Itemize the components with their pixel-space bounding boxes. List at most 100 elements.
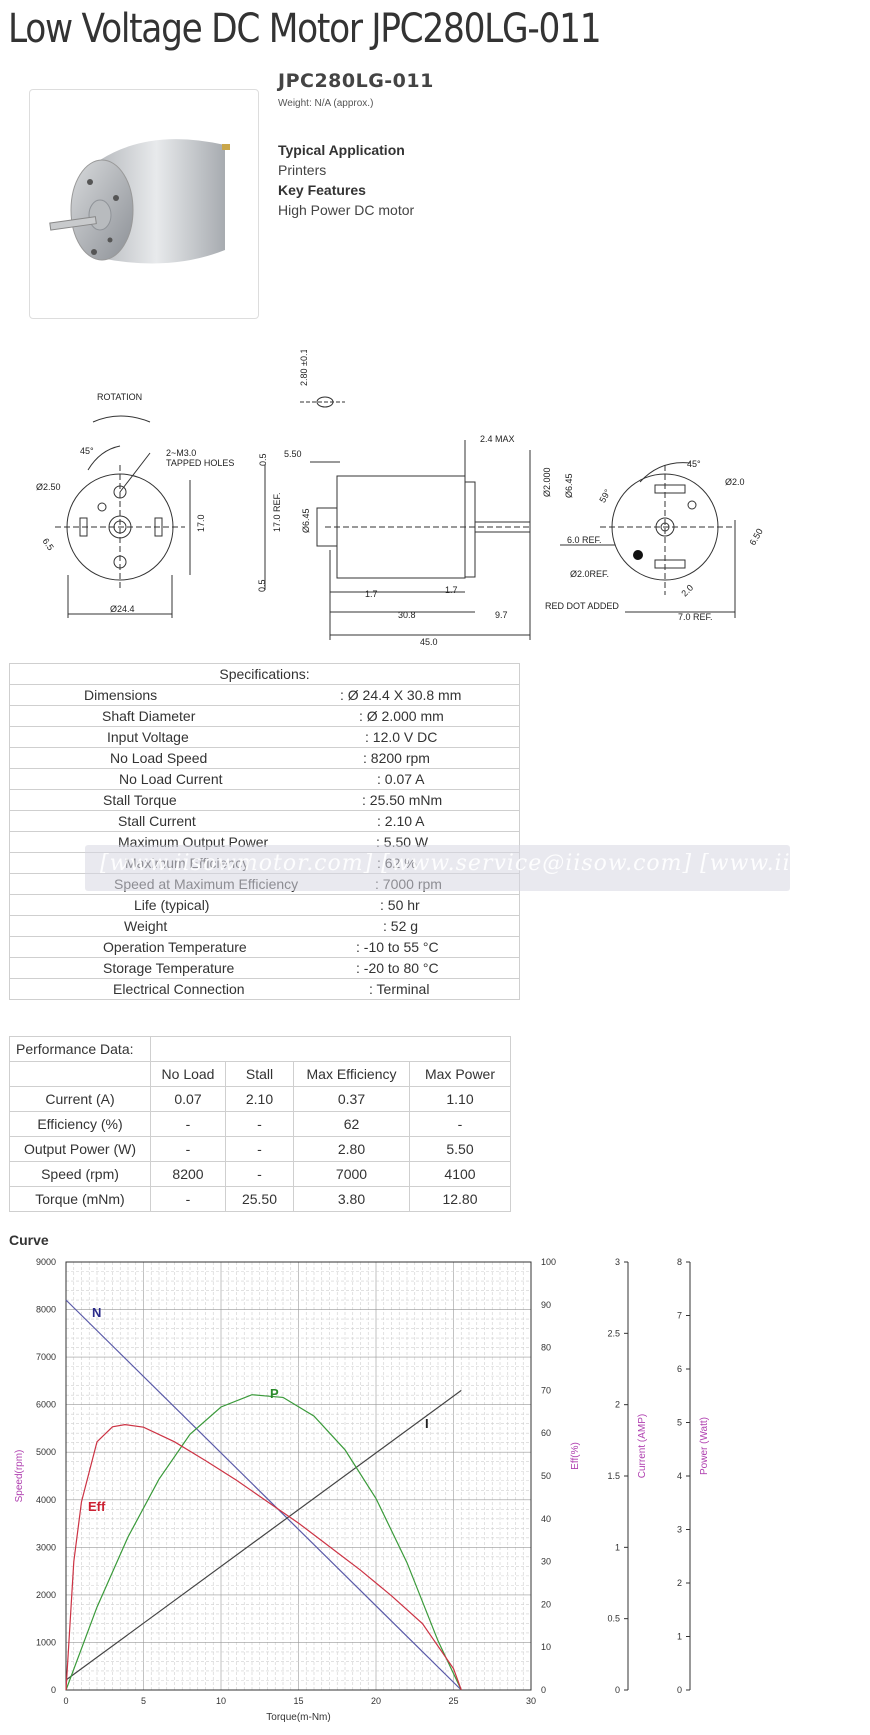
spec-row: Input Voltage : 12.0 V DC xyxy=(9,726,520,748)
y4-tick-label: 0 xyxy=(677,1685,682,1695)
drawing-d2000: Ø2.000 xyxy=(542,467,552,497)
drawing-rotation: ROTATION xyxy=(97,392,142,402)
y4-tick-label: 6 xyxy=(677,1364,682,1374)
spec-key: No Load Speed xyxy=(110,750,208,766)
drawing-d250: Ø2.50 xyxy=(36,482,61,492)
spec-key: Stall Current xyxy=(118,813,196,829)
y-tick-label: 7000 xyxy=(36,1352,56,1362)
spec-row: Dimensions: Ø 24.4 X 30.8 mm xyxy=(9,684,520,706)
spec-row: Stall Current : 2.10 A xyxy=(9,810,520,832)
spec-row: Operation Temperature: -10 to 55 °C xyxy=(9,936,520,958)
drawing-d645b: Ø6.45 xyxy=(564,473,574,498)
y4-tick-label: 2 xyxy=(677,1578,682,1588)
spec-key: Electrical Connection xyxy=(113,981,245,997)
drawing-d65: 6.5 xyxy=(40,536,55,552)
spec-key: Operation Temperature xyxy=(103,939,247,955)
spec-row: Electrical Connection: Terminal xyxy=(9,978,520,1000)
perf-cell: 5.50 xyxy=(409,1136,511,1162)
drawing-d550: 5.50 xyxy=(284,449,302,459)
spec-row: No Load Speed: 8200 rpm xyxy=(9,747,520,769)
y-tick-label: 3000 xyxy=(36,1542,56,1552)
y2-tick-label: 30 xyxy=(541,1557,551,1567)
perf-cell: 25.50 xyxy=(225,1186,294,1212)
drawing-d70ref: 7.0 REF. xyxy=(678,612,713,622)
spec-value: : Ø 2.000 mm xyxy=(359,708,444,724)
series-line-i xyxy=(65,1389,462,1681)
y4-tick-label: 5 xyxy=(677,1418,682,1428)
perf-cell: 62 xyxy=(293,1111,410,1137)
y2-tick-label: 100 xyxy=(541,1257,556,1267)
typical-application-label: Typical Application xyxy=(278,142,405,158)
drawing-angle-45: 45° xyxy=(80,446,94,456)
spec-value: : 2.10 A xyxy=(377,813,425,829)
typical-application-value: Printers xyxy=(278,162,327,178)
y4-tick-label: 3 xyxy=(677,1525,682,1535)
spec-value: : 25.50 mNm xyxy=(362,792,443,808)
perf-cell: 2.10 xyxy=(225,1086,294,1112)
model-number: JPC280LG-011 xyxy=(278,70,434,92)
key-features-value: High Power DC motor xyxy=(278,202,415,218)
series-label-i: I xyxy=(425,1416,429,1431)
drawing-d20b: 2.0 xyxy=(679,583,695,599)
spec-row: Shaft Diameter: Ø 2.000 mm xyxy=(9,705,520,727)
spec-header: Specifications: xyxy=(9,663,520,685)
y4-tick-label: 7 xyxy=(677,1311,682,1321)
y-tick-label: 6000 xyxy=(36,1400,56,1410)
perf-cell: - xyxy=(150,1111,226,1137)
y2-axis-label: Eff(%) xyxy=(570,1442,581,1470)
y3-tick-label: 0.5 xyxy=(607,1614,620,1624)
spec-row: Storage Temperature: -20 to 80 °C xyxy=(9,957,520,979)
y4-tick-label: 8 xyxy=(677,1257,682,1267)
y4-tick-label: 4 xyxy=(677,1471,682,1481)
perf-cell: 4100 xyxy=(409,1161,511,1187)
spec-value: : 12.0 V DC xyxy=(365,729,438,745)
perf-row-label: Efficiency (%) xyxy=(9,1111,151,1137)
spec-row: Life (typical): 50 hr xyxy=(9,894,520,916)
motor-image xyxy=(49,139,230,264)
perf-column-header: Max Power xyxy=(409,1061,511,1087)
spec-key: Input Voltage xyxy=(107,729,189,745)
series-label-p: P xyxy=(270,1386,279,1401)
perf-column-header: Max Efficiency xyxy=(293,1061,410,1087)
y3-tick-label: 3 xyxy=(615,1257,620,1267)
series-label-n: N xyxy=(92,1305,101,1320)
spec-key: No Load Current xyxy=(119,771,223,787)
perf-cell: - xyxy=(225,1161,294,1187)
y4-axis-label: Power (Watt) xyxy=(699,1417,710,1475)
drawing-d244: Ø24.4 xyxy=(110,604,135,614)
series-line-eff xyxy=(65,1423,462,1691)
drawing-d05b: 0.5 xyxy=(257,579,267,592)
specifications-table: Specifications: Dimensions: Ø 24.4 X 30.… xyxy=(9,663,520,1000)
perf-cell: - xyxy=(409,1111,511,1137)
spec-key: Stall Torque xyxy=(103,792,177,808)
y-tick-label: 1000 xyxy=(36,1637,56,1647)
y-tick-label: 2000 xyxy=(36,1590,56,1600)
series-line-p xyxy=(65,1394,462,1691)
drawing-d308: 30.8 xyxy=(398,610,416,620)
y3-tick-label: 2.5 xyxy=(607,1328,620,1338)
perf-cell: - xyxy=(150,1136,226,1162)
spec-row: Stall Torque : 25.50 mNm xyxy=(9,789,520,811)
y2-tick-label: 10 xyxy=(541,1642,551,1652)
perf-header-blank xyxy=(150,1036,511,1062)
x-tick-label: 0 xyxy=(63,1696,68,1706)
y2-tick-label: 80 xyxy=(541,1343,551,1353)
y2-tick-label: 20 xyxy=(541,1599,551,1609)
y-tick-label: 8000 xyxy=(36,1305,56,1315)
perf-row-label: Torque (mNm) xyxy=(9,1186,151,1212)
y2-tick-label: 90 xyxy=(541,1300,551,1310)
drawing-d17: 17.0 xyxy=(196,514,206,532)
x-tick-label: 25 xyxy=(448,1696,458,1706)
drawing-d60ref: 6.0 REF. xyxy=(567,535,602,545)
plot-frame xyxy=(65,1261,532,1691)
y-tick-label: 5000 xyxy=(36,1447,56,1457)
key-features-label: Key Features xyxy=(278,182,366,198)
y2-tick-label: 70 xyxy=(541,1385,551,1395)
perf-cell: 2.80 xyxy=(293,1136,410,1162)
y3-tick-label: 1.5 xyxy=(607,1471,620,1481)
